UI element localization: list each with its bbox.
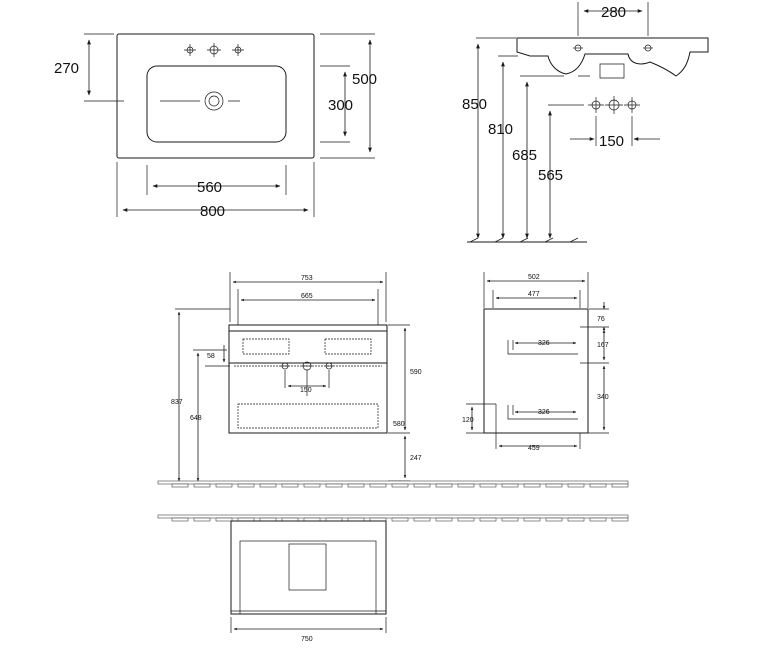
floor-base: [157, 514, 629, 519]
tap-hole-icon: [281, 362, 289, 370]
dim-overall-width: 753: [301, 275, 313, 282]
floor-tile: [589, 517, 607, 522]
floor-tile: [215, 517, 233, 522]
floor-strip: [157, 480, 629, 488]
floor-tile: [567, 483, 585, 488]
floor-tile: [259, 483, 277, 488]
tap-hole-icon: [232, 44, 244, 56]
floor-tile: [413, 517, 431, 522]
dim-height-rim: 850: [462, 96, 487, 113]
floor-tile: [369, 483, 387, 488]
dim-top-clearance: 58: [207, 353, 215, 360]
cabinet-top-outline: [230, 520, 387, 615]
tap-hole-icon: [624, 97, 640, 113]
floor-tile: [435, 483, 453, 488]
floor-tile: [567, 517, 585, 522]
floor-tile: [193, 483, 211, 488]
dim-width-overall: 800: [200, 203, 225, 220]
dim-base-depth: 459: [528, 445, 540, 452]
dim-cabinet-height: 590: [410, 369, 422, 376]
floor-tile: [523, 483, 541, 488]
basin-overflow: [578, 63, 625, 79]
tap-hole-icon: [588, 97, 604, 113]
floor-tile: [347, 483, 365, 488]
dim-bowl-width: 560: [197, 179, 222, 196]
floor-tile: [523, 517, 541, 522]
floor-tile: [479, 517, 497, 522]
tap-hole-icon: [325, 362, 333, 370]
dim-height-drain: 565: [538, 167, 563, 184]
floor-tile: [611, 517, 629, 522]
floor-tile: [193, 517, 211, 522]
floor-tile: [303, 483, 321, 488]
basin-bowl: [146, 65, 287, 143]
dim-upper-drawer-height: 167: [597, 342, 609, 349]
basin-outline: [116, 33, 315, 159]
cabinet-body: [228, 324, 388, 434]
tap-hole-icon: [207, 43, 221, 57]
floor-base: [157, 480, 629, 485]
dim-tap-spacing: 150: [300, 387, 312, 394]
basin-profile: [516, 37, 709, 77]
floor-tile: [545, 517, 563, 522]
dim-overall-height: 837: [171, 399, 183, 406]
floor-tile: [391, 483, 409, 488]
floor-tile: [391, 517, 409, 522]
dim-inner-width: 665: [301, 293, 313, 300]
dim-inner-depth: 477: [528, 291, 540, 298]
tap-hole-icon: [573, 44, 583, 52]
cabinet-side-body: [483, 308, 589, 434]
dim-height-tap-holes: 685: [512, 147, 537, 164]
tap-hole-icon: [184, 44, 196, 56]
drawer-handle-right: [324, 338, 372, 355]
dim-drawer-depth-upper: 326: [538, 340, 550, 347]
floor-tile: [413, 483, 431, 488]
cabinet-top-inner: [239, 540, 377, 615]
floor-tile: [171, 483, 189, 488]
floor-tile: [611, 483, 629, 488]
floor-strip: [157, 514, 629, 522]
basin-side-view: 280 150 850 810 685 565: [462, 2, 709, 243]
cabinet-front-view: 753 665 150 837 648 58 590 580 247: [171, 272, 422, 482]
dim-drawer-depth-lower: 326: [538, 409, 550, 416]
floor-tile: [171, 517, 189, 522]
floor-tile: [457, 517, 475, 522]
floor-tile: [457, 483, 475, 488]
dim-plinth-height: 120: [462, 417, 474, 424]
dim-tap-to-drain: 270: [54, 60, 79, 77]
tap-hole-icon: [643, 44, 653, 52]
basin-top-view: 270 500 300 560 800: [54, 33, 377, 220]
floor-tile: [479, 483, 497, 488]
dim-floor-clearance: 247: [410, 455, 422, 462]
dim-height-underside: 810: [488, 121, 513, 138]
lower-drawer: [237, 403, 379, 429]
tap-hole-icon: [605, 96, 623, 114]
dim-top-offset: 76: [597, 316, 605, 323]
drain-icon: [160, 91, 240, 111]
floor-tile: [501, 517, 519, 522]
dim-depth-overall: 500: [352, 71, 377, 88]
dim-bowl-depth: 300: [328, 97, 353, 114]
dim-lower-section: 580: [393, 421, 405, 428]
floor-tile: [325, 483, 343, 488]
floor-tile: [281, 483, 299, 488]
drawer-handle-left: [242, 338, 290, 355]
dim-tap-span: 280: [601, 4, 626, 21]
dim-height-to-top: 648: [190, 415, 202, 422]
cabinet-siphon-cutout: [288, 543, 327, 591]
dim-cabinet-width: 750: [301, 636, 313, 643]
floor-tile: [215, 483, 233, 488]
cabinet-side-view: 502 477 326 326 459 76 167 340 120: [462, 272, 609, 452]
dim-overall-depth: 502: [528, 274, 540, 281]
floor-tile: [501, 483, 519, 488]
cabinet-top-view: 750: [230, 520, 387, 643]
floor-tile: [589, 483, 607, 488]
floor-tile: [435, 517, 453, 522]
floor-tile: [237, 483, 255, 488]
dim-tap-hole-spacing: 150: [599, 133, 624, 150]
floor-tile: [545, 483, 563, 488]
dim-lower-drawer-height: 340: [597, 394, 609, 401]
